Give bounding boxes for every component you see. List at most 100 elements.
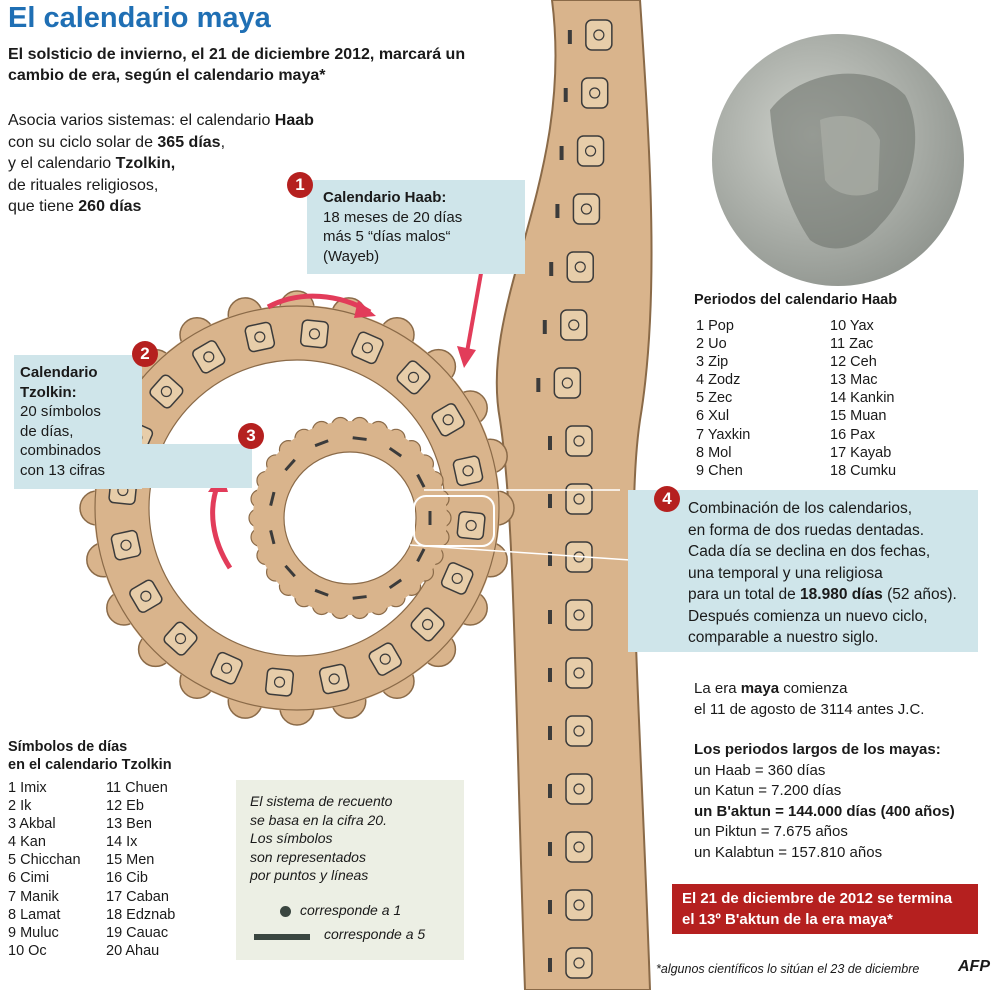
- counting-system-box: El sistema de recuento se basa en la cif…: [236, 780, 464, 960]
- haab-callout: Calendario Haab: 18 meses de 20 días más…: [307, 180, 525, 274]
- callout-number-3: 3: [238, 423, 264, 449]
- number-bar-mark: [548, 900, 552, 914]
- tzolkin-glyph-icon: [244, 321, 276, 353]
- number-bar-mark: [548, 958, 552, 972]
- haab-glyph-icon: [565, 715, 593, 747]
- tzolkin-glyph-icon: [351, 331, 384, 365]
- haab-glyph-icon: [553, 367, 582, 399]
- tzolkin-glyph-icon: [210, 651, 243, 685]
- tzolkin-glyph-icon: [160, 385, 172, 398]
- intro-text: Asocia varios sistemas: el calendario Ha…: [8, 112, 314, 215]
- tzolkin-glyph-icon: [265, 667, 295, 697]
- bar-symbol: [254, 934, 310, 940]
- haab-glyph-icon: [589, 87, 601, 99]
- number-bar-mark: [567, 30, 572, 44]
- tzolkin-glyph-icon: [273, 676, 286, 688]
- haab-glyph-icon: [573, 435, 585, 447]
- tzolkin-glyph-icon: [163, 621, 198, 656]
- haab-glyph-icon: [576, 135, 605, 167]
- tzolkin-glyph-icon: [308, 328, 321, 340]
- tzolkin-glyph-icon: [192, 340, 226, 374]
- number-bar-mark: [548, 842, 552, 856]
- number-bar-mark: [536, 378, 541, 392]
- haab-glyph-icon: [565, 773, 593, 805]
- tzolkin-glyph-icon: [440, 562, 474, 595]
- haab-glyph-icon: [574, 261, 586, 273]
- haab-glyphs: [536, 19, 613, 979]
- callout-number-4: 4: [654, 486, 680, 512]
- number-bar-mark: [388, 446, 403, 458]
- tzolkin-glyph-icon: [410, 607, 445, 642]
- haab-glyph-icon: [585, 19, 613, 51]
- tzolkin-glyph-icon: [368, 642, 402, 676]
- page-title: El calendario maya: [8, 2, 271, 34]
- number-bar-mark: [314, 439, 329, 448]
- callout-number-1: 1: [287, 172, 313, 198]
- era-start-text: La era maya comienza el 11 de agosto de …: [694, 680, 925, 718]
- combination-callout: Combinación de los calendarios, en forma…: [628, 490, 978, 652]
- tzolkin-glyph-icon: [462, 465, 474, 477]
- tzolkin-glyph-icon: [110, 529, 142, 561]
- haab-glyph-icon: [565, 831, 593, 863]
- page-subtitle: El solsticio de invierno, el 21 de dicie…: [8, 46, 466, 84]
- number-bar-mark: [563, 88, 568, 102]
- haab-periods-title: Periodos del calendario Haab: [694, 292, 898, 308]
- callout-number-2: 2: [132, 341, 158, 367]
- number-bar-mark: [555, 204, 560, 218]
- haab-glyph-icon: [561, 377, 573, 389]
- number-bar-mark: [416, 473, 426, 488]
- haab-glyph-icon: [565, 947, 593, 979]
- haab-glyph-icon: [573, 841, 585, 853]
- tzolkin-glyph-icon: [379, 653, 391, 665]
- tzolkin-days-title: Símbolos de días en el calendario Tzolki…: [8, 739, 172, 773]
- counting-text: El sistema de recuento se basa en la cif…: [250, 793, 393, 883]
- number-bar-mark: [352, 436, 367, 441]
- tzolkin-glyph-icon: [299, 319, 329, 349]
- haab-glyph-icon: [568, 319, 580, 331]
- wheel-connector-band: [142, 444, 252, 488]
- tzolkin-glyph-icon: [396, 360, 431, 395]
- tzolkin-glyph-icon: [431, 403, 465, 437]
- haab-pointer-arrow: [465, 261, 485, 353]
- dot-symbol: [280, 906, 291, 917]
- haab-glyph-icon: [565, 657, 593, 689]
- tzolkin-glyph-icon: [456, 510, 486, 540]
- haab-glyph-icon: [565, 483, 593, 515]
- haab-glyph-icon: [572, 193, 601, 225]
- haab-glyph-icon: [565, 889, 593, 921]
- tzolkin-glyph-icon: [422, 618, 434, 631]
- tzolkin-glyph-icon: [220, 662, 233, 674]
- number-bar-mark: [388, 578, 403, 590]
- haab-glyph-icon: [573, 783, 585, 795]
- bar-label: corresponde a 5: [324, 926, 426, 942]
- tzolkin-glyph-icon: [452, 455, 484, 487]
- haab-glyph-icon: [580, 203, 593, 215]
- number-bar-mark: [269, 491, 276, 507]
- tzolkin-glyph-icon: [442, 414, 454, 426]
- haab-glyph-icon: [565, 599, 593, 631]
- number-bar-mark: [559, 146, 564, 160]
- haab-glyph-icon: [593, 29, 605, 41]
- tzolkin-glyph-icon: [328, 673, 340, 685]
- haab-glyph-icon: [573, 667, 585, 679]
- tzolkin-glyph-icon: [140, 590, 152, 602]
- afp-logo: AFP: [958, 958, 990, 975]
- number-bar-mark: [548, 610, 552, 624]
- tzolkin-glyph-icon: [451, 572, 463, 585]
- haab-glyph-icon: [560, 309, 588, 341]
- tzolkin-glyph-icon: [129, 579, 163, 613]
- haab-glyph-icon: [584, 145, 597, 157]
- tzolkin-glyph-icon: [465, 519, 477, 532]
- tzolkin-callout: Calendario Tzolkin: 20 símbolos de días,…: [14, 355, 142, 489]
- tzolkin-glyph-icon: [203, 351, 215, 363]
- number-bar-mark: [548, 552, 552, 566]
- number-bar-mark: [428, 511, 432, 525]
- number-bar-mark: [548, 494, 552, 508]
- haab-inner-wheel: [248, 416, 452, 620]
- number-bar-mark: [549, 262, 554, 276]
